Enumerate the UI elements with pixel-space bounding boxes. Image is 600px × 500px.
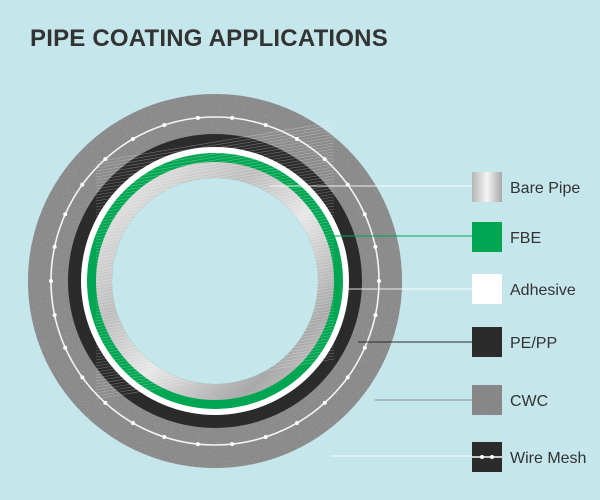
wire-mesh-node (131, 137, 135, 141)
wire-mesh-node (52, 244, 57, 249)
wire-mesh-node (162, 123, 167, 127)
legend-label-cwc: CWC (510, 393, 548, 410)
wire-mesh-node (362, 212, 367, 217)
wire-mesh-node (195, 442, 200, 447)
wire-mesh-node (322, 157, 327, 162)
wire-mesh-node (63, 345, 68, 350)
legend-label-wire-mesh: Wire Mesh (510, 450, 586, 467)
swatch-cwc (472, 385, 502, 415)
wire-mesh-node (373, 313, 378, 318)
pipe-bore (112, 178, 318, 384)
wire-mesh-node (103, 400, 108, 405)
wire-mesh-node (345, 375, 350, 380)
wire-mesh-layer (49, 115, 381, 447)
swatch-wire-mesh (472, 442, 502, 472)
wire-mesh-node (230, 442, 235, 447)
wire-mesh-node (362, 345, 367, 350)
wire-mesh-node (195, 115, 200, 120)
wire-mesh-node (63, 212, 68, 217)
legend: Bare Pipe FBE Adhesive PE/PP CWC Wire Me… (472, 172, 586, 472)
wire-mesh-node (373, 244, 378, 249)
swatch-pe-pp (472, 327, 502, 357)
wire-mesh-node (263, 123, 268, 127)
legend-label-bare-pipe: Bare Pipe (510, 180, 580, 197)
legend-label-pe-pp: PE/PP (510, 335, 557, 352)
wire-mesh-node (131, 421, 135, 425)
wire-mesh-node (295, 421, 299, 425)
swatch-adhesive (472, 274, 502, 304)
legend-label-fbe: FBE (510, 230, 541, 247)
wire-mesh-node (377, 279, 381, 283)
wire-mesh-node (52, 313, 57, 318)
wire-mesh-node (80, 182, 85, 187)
wire-mesh-node (103, 157, 108, 162)
leader-lines (270, 185, 472, 457)
wire-mesh-node (162, 435, 167, 439)
wire-mesh-node (230, 115, 235, 120)
swatch-bare-pipe (472, 172, 502, 202)
wire-mesh-node (263, 435, 268, 439)
page-title: PIPE COATING APPLICATIONS (30, 25, 388, 52)
wire-mesh-node (322, 400, 327, 405)
legend-label-adhesive: Adhesive (510, 282, 576, 299)
wire-mesh-node (295, 137, 299, 141)
wire-mesh-node (80, 375, 85, 380)
wire-mesh-node (49, 279, 53, 283)
swatch-fbe (472, 222, 502, 252)
